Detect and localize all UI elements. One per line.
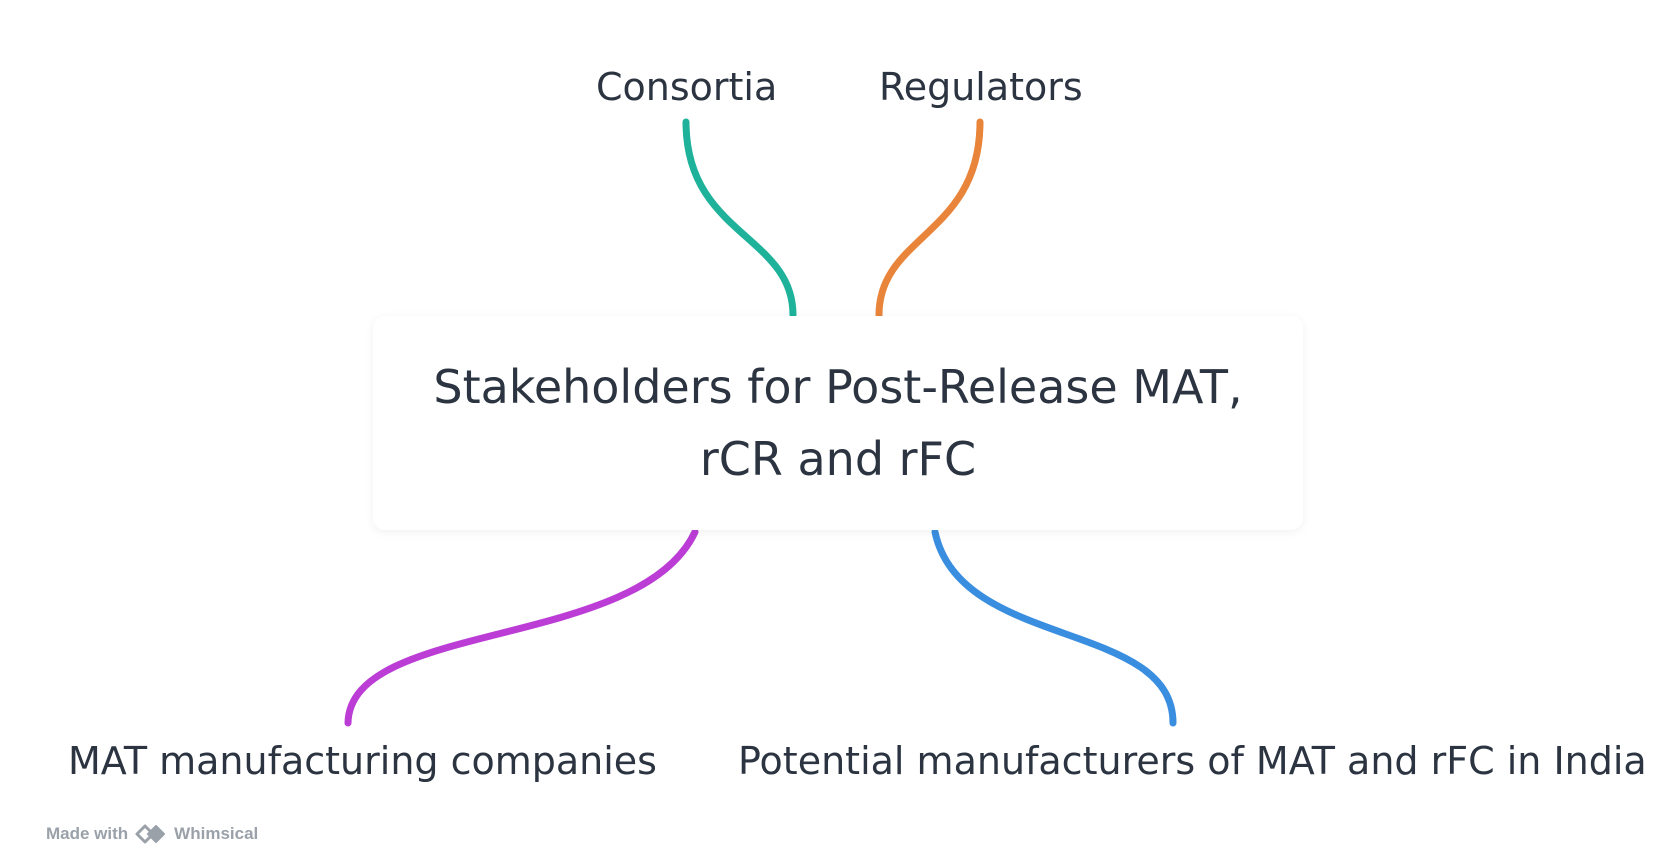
leaf-consortia[interactable]: Consortia [596, 65, 778, 109]
connector-regulators [875, 118, 984, 319]
whimsical-logo-icon [135, 824, 166, 844]
connector-mat-companies [344, 528, 699, 727]
central-title: Stakeholders for Post-Release MAT, rCR a… [433, 360, 1243, 486]
leaf-potential-manufacturers[interactable]: Potential manufacturers of MAT and rFC i… [738, 739, 1647, 783]
leaf-mat-manufacturing-companies[interactable]: MAT manufacturing companies [68, 739, 657, 783]
connector-potential-manufacturers [931, 528, 1177, 727]
connector-consortia [682, 118, 797, 319]
made-with-whimsical-badge[interactable]: Made with Whimsical [46, 823, 258, 845]
leaf-regulators[interactable]: Regulators [879, 65, 1083, 109]
made-with-label: Made with [46, 824, 129, 843]
central-node[interactable]: Stakeholders for Post-Release MAT, rCR a… [373, 316, 1303, 530]
whimsical-brand-label: Whimsical [174, 824, 259, 843]
